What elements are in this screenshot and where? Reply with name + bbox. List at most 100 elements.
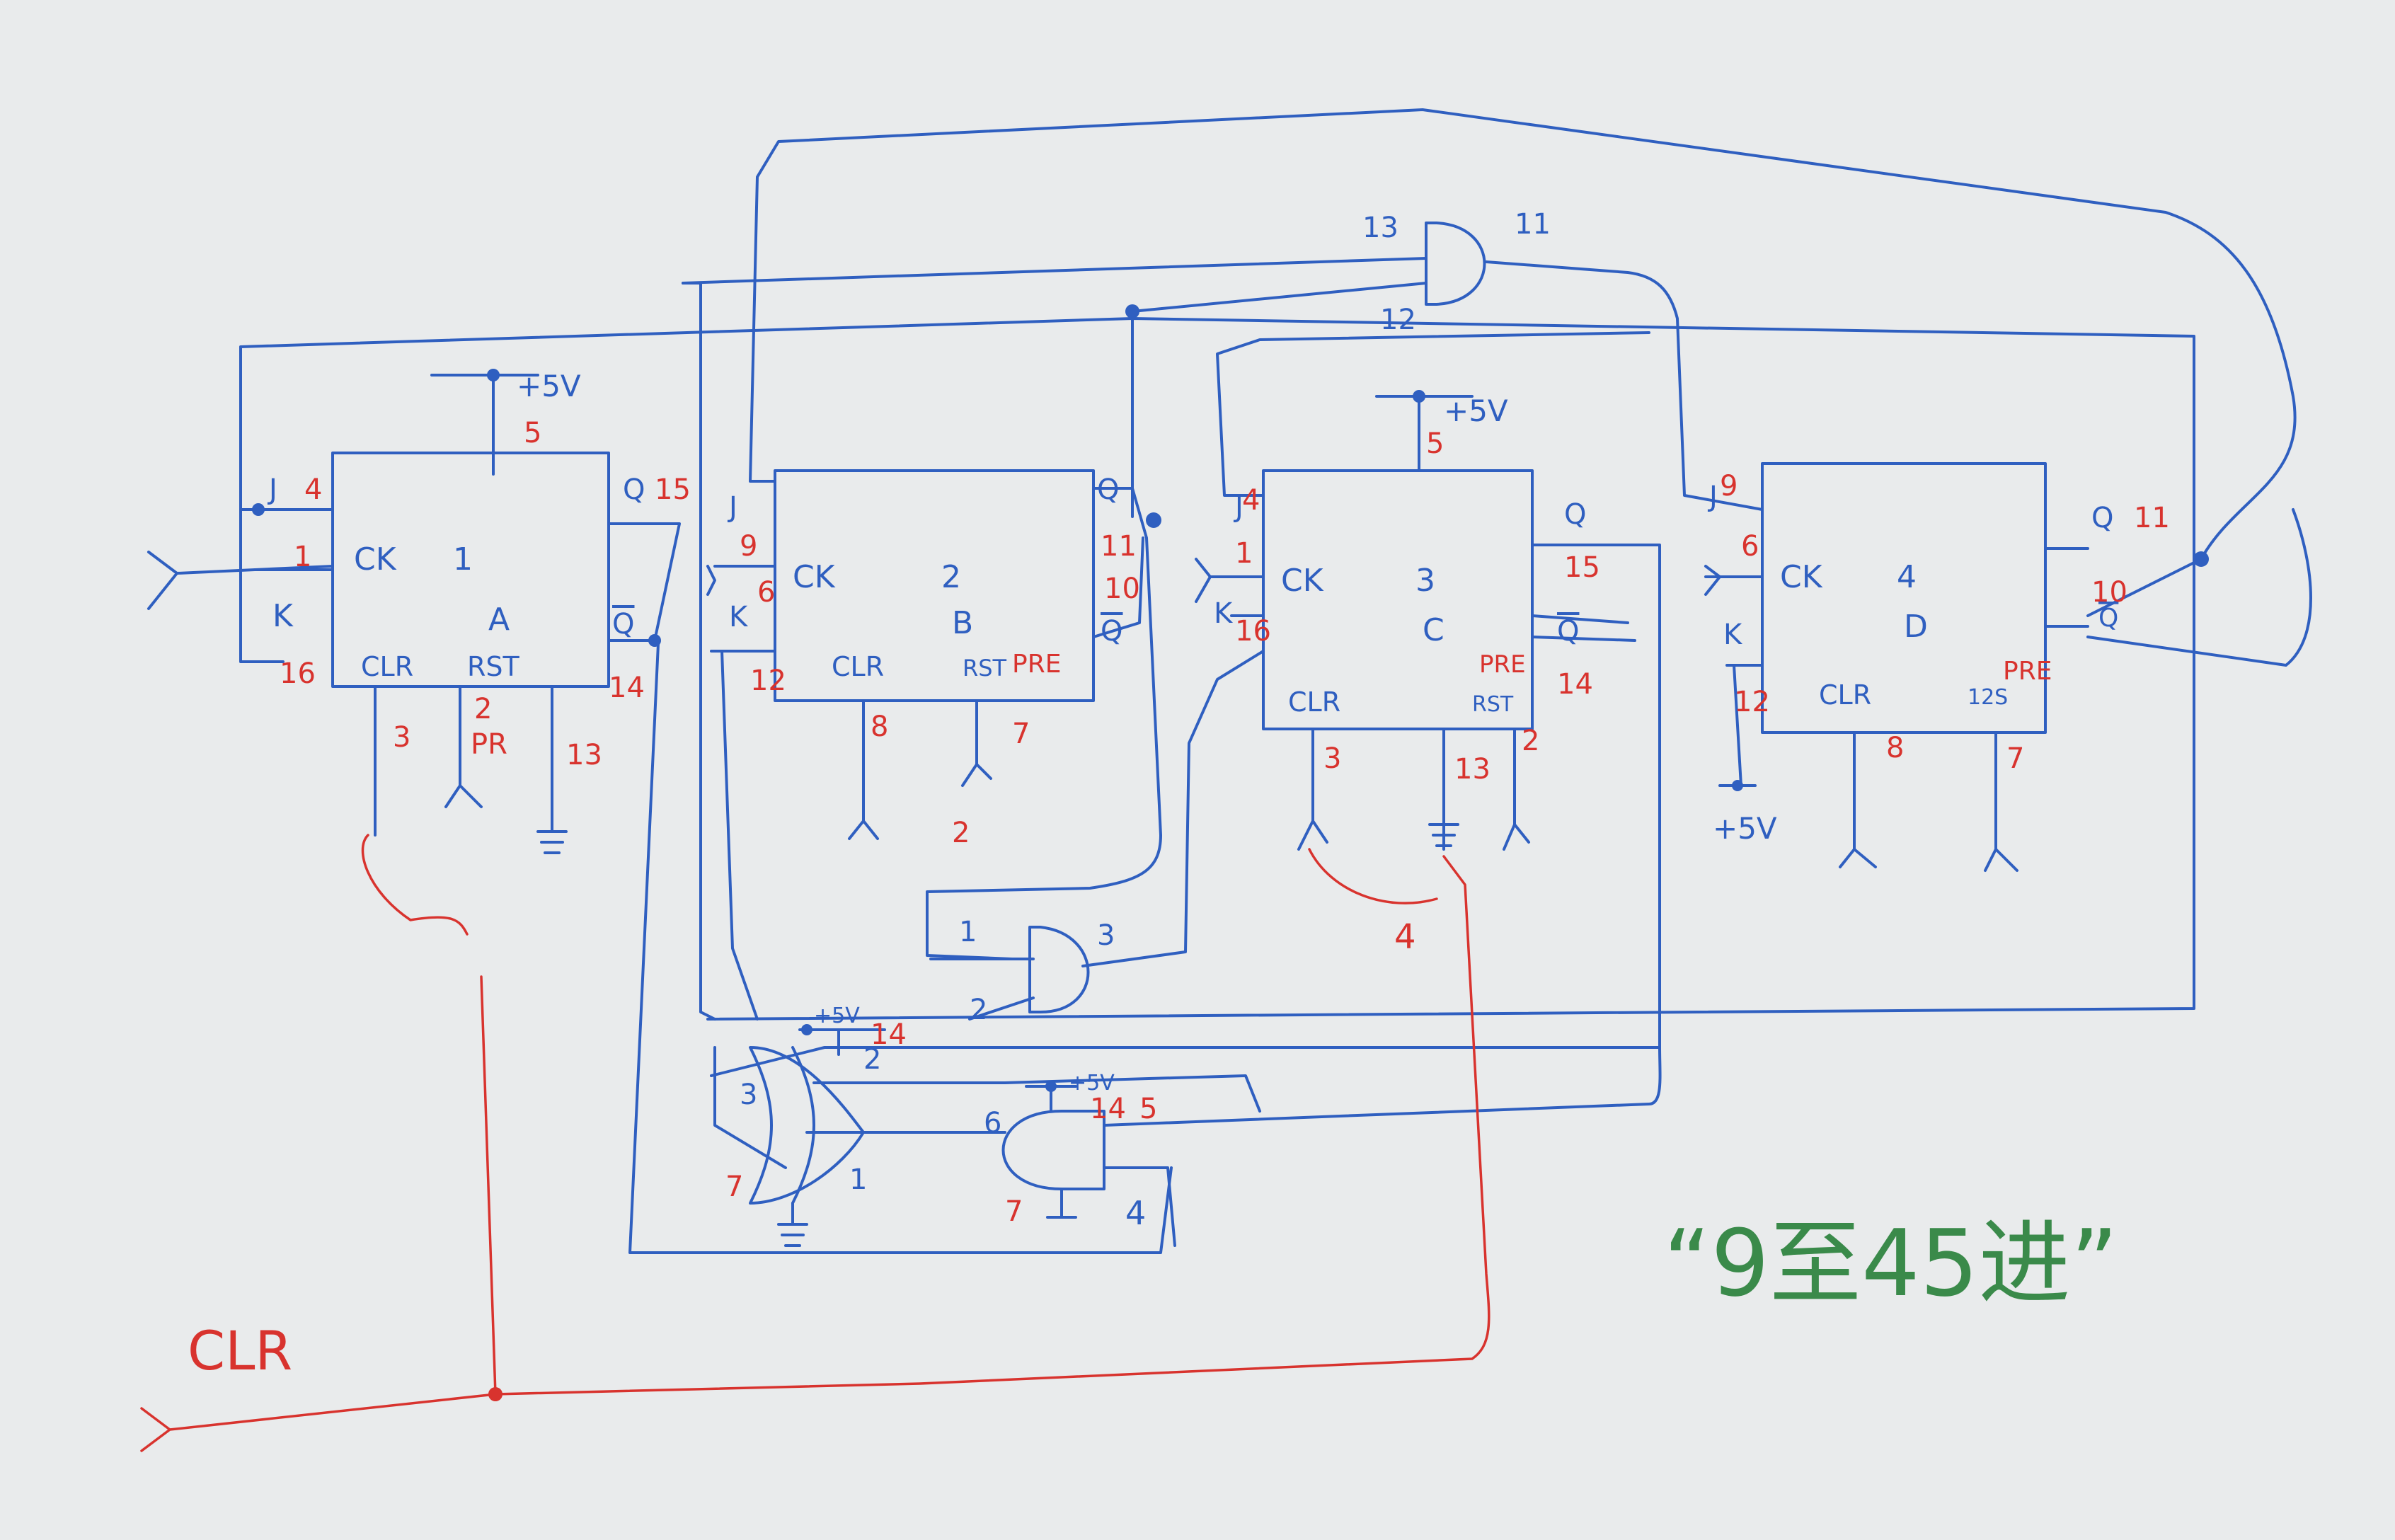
svg-text:2: 2: [970, 994, 987, 1026]
flipflop-c-labels: CK 3 C J K CLR RST Q Q +5V: [1214, 393, 1586, 718]
svg-text:13: 13: [1362, 212, 1398, 244]
svg-text:CLR: CLR: [1819, 679, 1871, 711]
svg-text:10: 10: [2091, 576, 2127, 609]
wiring: [147, 108, 2312, 1254]
svg-text:4: 4: [1394, 917, 1416, 957]
clock-input-d: [1704, 565, 1721, 596]
svg-text:5: 5: [524, 417, 541, 449]
svg-text:C: C: [1423, 612, 1445, 648]
svg-text:16: 16: [1235, 615, 1271, 648]
svg-text:9: 9: [740, 530, 757, 563]
and-gate-top: [1425, 222, 1486, 306]
clr-wiring: [140, 834, 1491, 1452]
svg-text:Q: Q: [2091, 502, 2113, 534]
flipflop-b-labels: CK 2 B J K CLR RST Q Q: [727, 473, 1122, 682]
svg-text:14: 14: [1090, 1093, 1126, 1125]
svg-text:+5V: +5V: [1713, 811, 1777, 846]
svg-text:2: 2: [863, 1043, 881, 1076]
flipflop-c-pins: 5 4 1 16 15 14 PRE 3 13 2 4: [1235, 427, 1600, 957]
ff-a-clr: CLR: [361, 651, 413, 682]
ff-a-j: J: [267, 473, 277, 506]
svg-text:7: 7: [725, 1171, 743, 1203]
svg-text:1: 1: [849, 1163, 867, 1196]
gate-pins-red: 14 7 14 5 7: [725, 1018, 1157, 1228]
flipflop-b-pins: 9 6 12 11 10 8 PRE 7 2: [740, 530, 1140, 849]
svg-text:7: 7: [1012, 718, 1030, 750]
xor-gate-bottom: [749, 1046, 865, 1205]
svg-text:8: 8: [1886, 732, 1904, 764]
junctions: [252, 304, 2209, 1092]
svg-text:PRE: PRE: [1012, 650, 1061, 679]
svg-text:B: B: [952, 605, 973, 641]
svg-text:RST: RST: [963, 655, 1007, 682]
svg-text:4: 4: [304, 473, 322, 506]
svg-text:1: 1: [1235, 537, 1253, 570]
svg-text:PRE: PRE: [1479, 650, 1526, 679]
svg-text:Q: Q: [1101, 615, 1122, 648]
clr-junction: [488, 1387, 502, 1401]
svg-text:14: 14: [609, 672, 645, 704]
flipflop-c-body: [1262, 469, 1534, 730]
svg-text:CK: CK: [1281, 563, 1324, 599]
svg-text:+5V: +5V: [814, 1004, 860, 1028]
gate-pins: 13 12 11 1 2 3 2 1 3 4 6 +5V +5V: [740, 208, 1551, 1232]
svg-text:5: 5: [1139, 1093, 1157, 1125]
svg-text:K: K: [1723, 619, 1743, 651]
svg-text:11: 11: [1101, 530, 1137, 563]
svg-text:14: 14: [1557, 668, 1593, 701]
svg-text:4: 4: [1125, 1194, 1146, 1232]
clock-input-a: [147, 551, 334, 610]
ff-a-ck: CK: [354, 541, 397, 578]
svg-text:PR: PR: [471, 728, 507, 761]
ff-a-q: Q: [623, 473, 645, 506]
flipflop-d-pins: 9 6 12 11 10 PRE 8 7: [1720, 470, 2170, 775]
svg-text:RST: RST: [1472, 692, 1514, 717]
svg-text:Q: Q: [1557, 615, 1579, 648]
ff-a-vcc: +5V: [517, 369, 581, 403]
svg-text:+5V: +5V: [1069, 1071, 1115, 1096]
svg-text:J: J: [1233, 491, 1244, 524]
svg-text:6: 6: [984, 1107, 1001, 1139]
svg-text:Q: Q: [1564, 498, 1586, 531]
clock-input-b: [706, 565, 716, 596]
svg-text:3: 3: [1097, 919, 1115, 952]
svg-text:2: 2: [1522, 725, 1539, 757]
svg-text:15: 15: [655, 473, 691, 506]
svg-text:3: 3: [393, 721, 410, 754]
svg-text:3: 3: [1415, 563, 1435, 599]
svg-text:16: 16: [280, 657, 316, 690]
svg-text:2: 2: [952, 817, 970, 849]
svg-text:PRE: PRE: [2003, 657, 2052, 686]
svg-text:7: 7: [2006, 742, 2024, 775]
flipflop-d-body: [1761, 462, 2047, 734]
svg-text:13: 13: [566, 739, 602, 771]
top-feedback-wire: [749, 108, 2297, 561]
svg-text:11: 11: [1515, 208, 1551, 241]
svg-text:12: 12: [1380, 304, 1416, 336]
svg-text:J: J: [727, 491, 737, 524]
svg-text:1: 1: [294, 541, 311, 573]
svg-text:9: 9: [1720, 470, 1738, 502]
svg-text:K: K: [729, 601, 749, 633]
svg-text:D: D: [1904, 609, 1928, 645]
ff-a-name: A: [488, 602, 510, 638]
svg-text:2: 2: [941, 559, 961, 595]
svg-text:CK: CK: [1780, 559, 1823, 595]
flipflop-b-body: [774, 469, 1095, 702]
ff-a-qbar: Q: [612, 608, 634, 640]
svg-text:4: 4: [1242, 484, 1260, 517]
clr-input-label: CLR: [188, 1319, 292, 1382]
svg-text:4: 4: [1897, 559, 1917, 595]
svg-text:10: 10: [1104, 573, 1140, 605]
svg-text:12: 12: [1734, 686, 1770, 718]
flipflop-a-pins: 5 15 14 1 4 16 3 2 PR 13: [280, 417, 691, 771]
svg-text:15: 15: [1564, 551, 1600, 584]
svg-text:12S: 12S: [1968, 685, 2008, 710]
svg-text:7: 7: [1005, 1195, 1023, 1228]
ff-a-rst: RST: [467, 651, 520, 682]
counter-note: “9至45进”: [1663, 1209, 2118, 1317]
and-gate-bottom: [1001, 1110, 1105, 1190]
svg-text:1: 1: [959, 916, 977, 948]
svg-text:K: K: [1214, 597, 1234, 630]
